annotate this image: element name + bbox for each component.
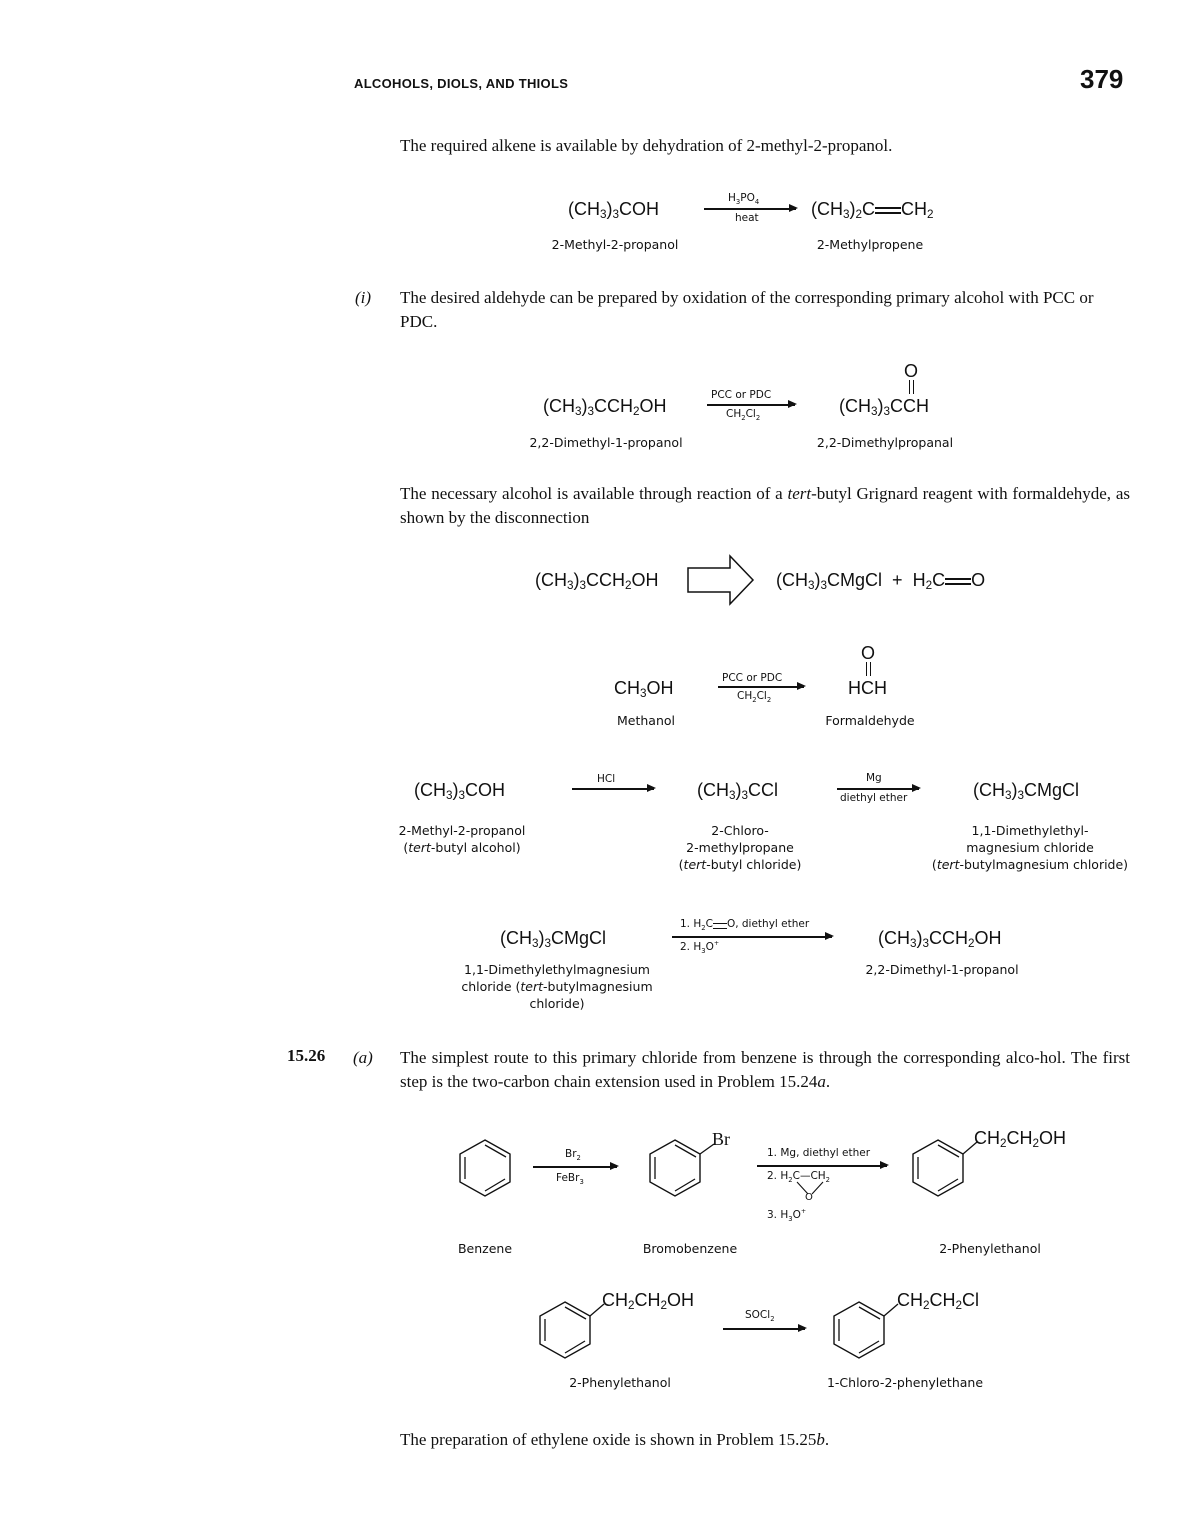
reaction-arrow (672, 933, 834, 939)
substituent-ch2ch2oh: CH2CH2OH (602, 1290, 695, 1312)
condition-heat: heat (735, 212, 759, 224)
condition-ch2cl2: CH2Cl2 (737, 690, 772, 704)
grignard-text: The necessary alcohol is available throu… (400, 484, 1130, 527)
part-label-a: (a) (353, 1048, 373, 1067)
part-label-i: (i) (355, 288, 372, 307)
name-2-methyl-2-propanol: 2-Methyl-2-propanol (551, 237, 679, 252)
name-bromobenzene: Bromobenzene (642, 1241, 738, 1256)
running-title: ALCOHOLS, DIOLS, AND THIOLS (354, 76, 569, 91)
name-1-chloro-2-phenylethane: 1-Chloro-2-phenylethane (826, 1375, 984, 1390)
reaction-arrow (718, 683, 806, 689)
formula-methanol: CH3OH (614, 678, 674, 700)
bromobenzene-ring-icon (649, 1139, 715, 1197)
formula-tert-butyl-grignard: (CH3)3CMgCl (500, 928, 607, 950)
page-number: 379 (1080, 64, 1124, 94)
condition-diethyl-ether: diethyl ether (840, 792, 908, 804)
name-tert-butyl-chloride: 2-Chloro- 2-methylpropane (tert-butyl ch… (678, 823, 802, 872)
reaction-arrow (757, 1162, 889, 1168)
name-methanol: Methanol (616, 713, 675, 728)
formula-neopentyl-alcohol: (CH3)3CCH2OH (878, 928, 1002, 950)
problem-number: 15.26 (287, 1046, 326, 1065)
condition-br2: Br2 (565, 1148, 581, 1162)
phenylethanol-ring-icon (912, 1139, 978, 1197)
name-2-2-dimethyl-1-propanol: 2,2-Dimethyl-1-propanol (529, 435, 683, 450)
reaction-arrow (704, 205, 798, 211)
substituent-ch2ch2oh: CH2CH2OH (974, 1128, 1067, 1150)
benzene-ring-icon (459, 1139, 511, 1197)
formula-tert-butyl-alcohol: (CH3)3COH (414, 780, 506, 802)
carbonyl-oxygen: O (859, 644, 877, 676)
formula-tert-butyl-grignard: (CH3)3CMgCl (973, 780, 1080, 802)
disconnection-target: (CH3)3CCH2OH (535, 570, 659, 592)
condition-mg: Mg (866, 772, 882, 784)
name-2-2-dimethyl-1-propanol: 2,2-Dimethyl-1-propanol (865, 962, 1019, 977)
condition-pcc-pdc: PCC or PDC (711, 389, 772, 401)
condition-febr3: FeBr3 (556, 1172, 584, 1186)
formula-pivalaldehyde: (CH3)3CCH (839, 396, 930, 418)
phenylethanol-ring-icon (539, 1301, 605, 1359)
condition-pcc-pdc: PCC or PDC (722, 672, 783, 684)
condition-h3po4: H3PO4 (728, 192, 760, 206)
condition-acid-workup: 3. H3O+ (767, 1208, 807, 1223)
problem-text: The simplest route to this primary chlor… (400, 1048, 1130, 1091)
svg-text:O: O (805, 1192, 813, 1202)
carbonyl-oxygen: O (902, 362, 920, 394)
condition-socl2: SOCl2 (745, 1309, 775, 1323)
reaction-arrow (723, 1325, 807, 1331)
name-2-2-dimethylpropanal: 2,2-Dimethylpropanal (816, 435, 954, 450)
formula-neopentyl-alcohol: (CH3)3CCH2OH (543, 396, 667, 418)
reaction-arrow (533, 1163, 619, 1169)
condition-acid-workup: 2. H3O+ (680, 940, 720, 955)
name-tert-butylmagnesium-chloride: 1,1-Dimethylethyl- magnesium chloride (t… (931, 823, 1129, 872)
formula-tert-butanol: (CH3)3COH (568, 199, 660, 221)
name-2-phenylethanol: 2-Phenylethanol (569, 1375, 671, 1390)
name-tert-butyl-alcohol: 2-Methyl-2-propanol (tert-butyl alcohol) (398, 823, 526, 855)
dehydration-intro: The required alkene is available by dehy… (400, 136, 893, 155)
name-2-methylpropene: 2-Methylpropene (816, 237, 924, 252)
reaction-arrow (707, 401, 797, 407)
formula-formaldehyde: HCH (848, 678, 887, 698)
bromo-substituent: Br (712, 1129, 730, 1149)
name-2-phenylethanol: 2-Phenylethanol (939, 1241, 1041, 1256)
reaction-arrow (837, 785, 921, 791)
condition-mg-ether: 1. Mg, diethyl ether (767, 1147, 871, 1159)
name-benzene: Benzene (457, 1241, 513, 1256)
chloroethylbenzene-ring-icon (833, 1301, 899, 1359)
retrosynthesis-arrow-icon (687, 554, 755, 606)
condition-ethylene-oxide: 2. H2C—CH2 (767, 1170, 831, 1184)
formula-tert-butyl-chloride: (CH3)3CCl (697, 780, 779, 802)
reaction-arrow (572, 785, 656, 791)
substituent-ch2ch2cl: CH2CH2Cl (897, 1290, 980, 1312)
condition-ch2cl2: CH2Cl2 (726, 408, 761, 422)
name-tert-butylmagnesium-chloride: 1,1-Dimethylethylmagnesium chloride (ter… (461, 962, 653, 1011)
condition-hcl: HCl (597, 773, 616, 785)
name-formaldehyde: Formaldehyde (825, 713, 915, 728)
closing-text: The preparation of ethylene oxide is sho… (400, 1430, 830, 1449)
aldehyde-text: The desired aldehyde can be prepared by … (400, 288, 1094, 331)
epoxide-ring-icon: O (796, 1181, 824, 1202)
